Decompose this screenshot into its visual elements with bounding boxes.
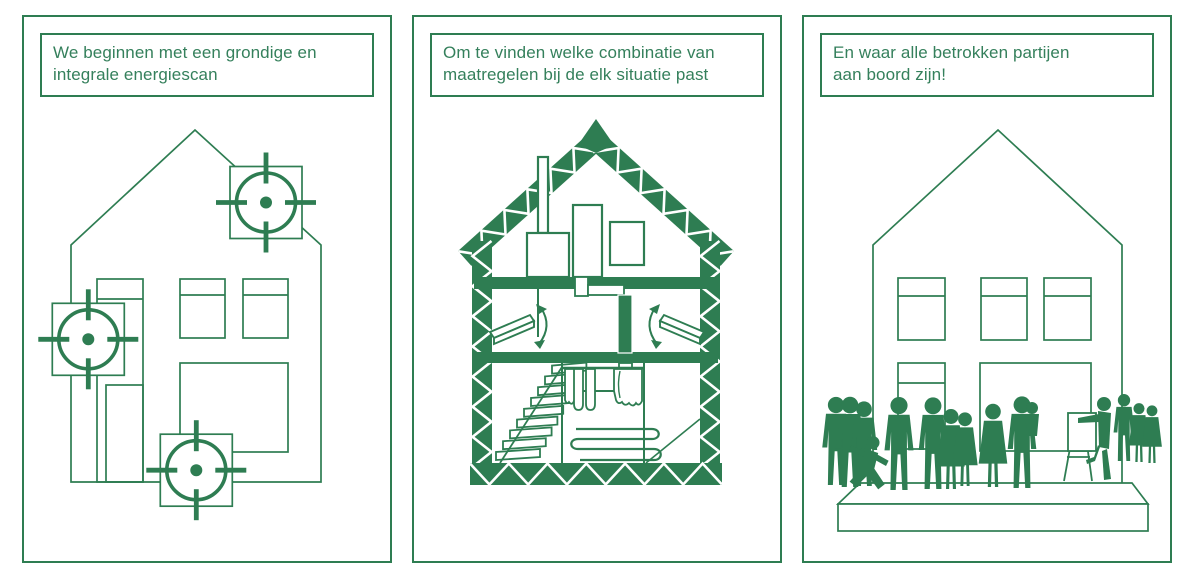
mid-floor [474, 352, 718, 363]
foot-icon [573, 368, 584, 411]
caption-line: We beginnen met een grondige en [53, 43, 317, 62]
person-silhouette-icon [978, 403, 1008, 487]
person-silhouette-icon [884, 396, 914, 490]
cross-section-illustration [458, 119, 734, 487]
person-silhouette-icon [1142, 405, 1162, 463]
scan-target-icon [146, 420, 246, 520]
underfloor-heating-icon [570, 427, 662, 462]
chimney-icon [536, 155, 550, 235]
ventilation-arrow-icon [648, 307, 658, 345]
person-silhouette-icon [952, 412, 978, 486]
panel-energiescan: We beginnen met een grondige en integral… [22, 15, 392, 563]
caption-box-partijen: En waar alle betrokken partijen aan boor… [820, 33, 1154, 98]
platform [835, 482, 1150, 532]
easel-icon [1063, 412, 1097, 482]
floor-perspective-line [645, 418, 701, 464]
attic-floor [474, 277, 718, 289]
stakeholders-illustration [822, 128, 1162, 532]
house-outline [70, 128, 322, 483]
ground-floor [495, 361, 701, 464]
stakeholder-crowd [822, 394, 1162, 490]
energy-scan-illustration [22, 128, 322, 563]
insulation-zigzag-icon [458, 126, 734, 487]
ventilation-arrow-icon [538, 307, 548, 345]
caption-line: aan boord zijn! [833, 65, 947, 85]
boiler-icon [525, 231, 571, 279]
presenter-silhouette-icon [1078, 397, 1111, 480]
wall-panel-icon [488, 313, 536, 346]
caption-line: Om te vinden welke combinatie van [443, 43, 715, 62]
caption-box-energiescan: We beginnen met een grondige en integral… [40, 33, 374, 98]
caption-line: maatregelen bij de elk situatie past [443, 65, 709, 85]
curtain-icon [613, 368, 643, 407]
middle-floor-rooms [488, 289, 706, 349]
panel-partijen: En waar alle betrokken partijen aan boor… [802, 15, 1172, 563]
attic-equipment [525, 155, 646, 279]
roof-peak [578, 119, 614, 153]
caption-box-maatregelen: Om te vinden welke combinatie van maatre… [430, 33, 764, 98]
scan-target-icon [38, 289, 138, 389]
panel-maatregelen: Om te vinden welke combinatie van maatre… [412, 15, 782, 563]
caption-line: En waar alle betrokken partijen [833, 43, 1070, 62]
wall-panel-icon [658, 313, 706, 346]
caption-line: integrale energiescan [53, 65, 218, 85]
heat-unit-icon [608, 220, 646, 267]
scan-target-icon [216, 153, 316, 253]
heat-tank-icon [571, 203, 604, 279]
foot-icon [585, 368, 596, 411]
